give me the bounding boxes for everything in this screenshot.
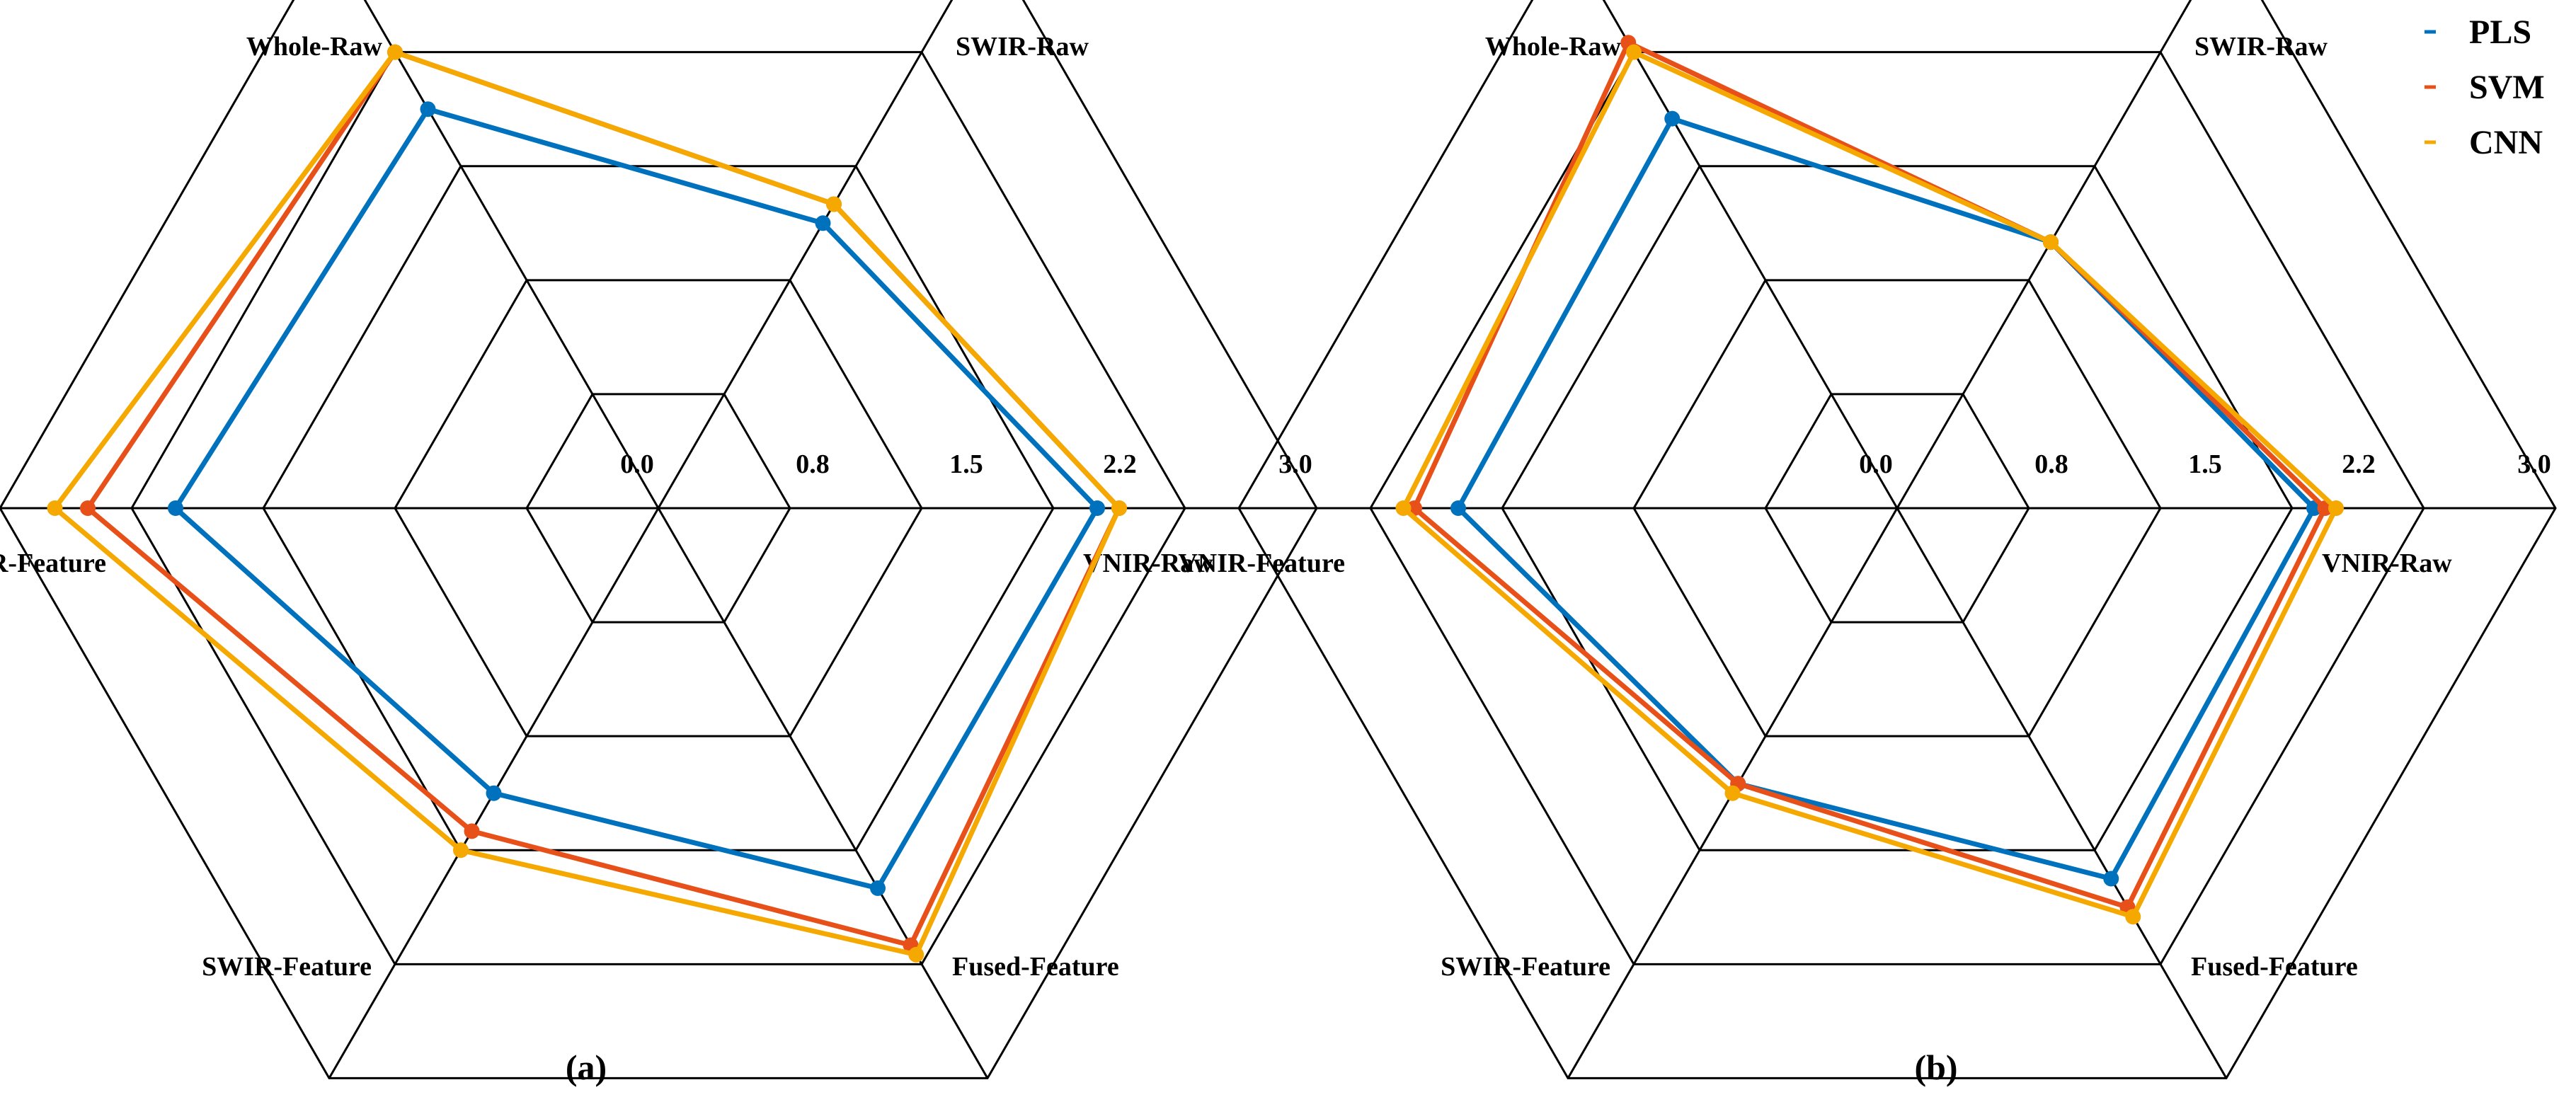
data-point-cnn [2043, 234, 2059, 251]
grid-spoke [363, 0, 660, 509]
data-point-pls [1664, 110, 1681, 127]
grid-spoke [1602, 0, 1899, 509]
data-point-pls [1450, 500, 1466, 516]
tick-label: 0.8 [796, 449, 830, 479]
axis-label: Whole-Raw [1485, 32, 1622, 62]
legend-entry: SVM [2469, 69, 2545, 106]
data-point-pls [2103, 871, 2119, 887]
data-point-cnn [387, 44, 403, 60]
axis-label: VNIR-Raw [2322, 549, 2452, 578]
data-point-pls [870, 880, 886, 896]
tick-label: 2.2 [2342, 449, 2376, 479]
tick-label: 0.0 [620, 449, 654, 479]
data-point-svm [80, 500, 96, 516]
data-point-cnn [47, 500, 63, 516]
tick-label: 2.2 [1103, 449, 1137, 479]
data-point-cnn [1395, 500, 1412, 516]
data-point-pls [420, 101, 436, 117]
radar-panel-b: 0.0 0.8 1.5 2.2 3.0 SWIR-RawVNIR-RawFused-Fea… [1178, 0, 2557, 1087]
grid-ring [0, 0, 1318, 1079]
data-point-cnn [826, 196, 842, 212]
axis-label: Whole-Raw [246, 32, 383, 62]
radar-panel-a: 0.0 0.8 1.5 2.2 3.0 SWIR-RawVNIR-RawFused-Fea… [0, 0, 1318, 1087]
data-point-cnn [1724, 785, 1741, 801]
grid-spoke [1896, 507, 2228, 1079]
axis-label: Fused-Feature [2191, 952, 2358, 982]
series-line-pls [1455, 116, 2317, 882]
data-point-svm [464, 823, 480, 839]
tick-label: 1.5 [949, 449, 983, 479]
data-point-cnn [908, 946, 925, 963]
grid-spoke [657, 0, 954, 509]
axis-label: SWIR-Raw [956, 32, 1089, 62]
data-point-cnn [1626, 44, 1642, 60]
legend: PLS SVM CNN [2425, 13, 2545, 161]
data-point-cnn [2328, 500, 2344, 516]
data-point-cnn [2125, 909, 2141, 925]
tick-label: 3.0 [1278, 449, 1312, 479]
data-point-pls [486, 785, 502, 801]
series-line-svm [85, 50, 1122, 948]
axis-label: VNIR-Feature [1178, 549, 1345, 578]
data-point-cnn [453, 842, 469, 859]
panel-label: (b) [1914, 1047, 1957, 1087]
legend-entry: CNN [2469, 124, 2543, 161]
tick-label: 3.0 [2517, 449, 2551, 479]
data-point-cnn [1111, 500, 1127, 516]
grid-spoke [1896, 0, 2192, 509]
legend-entry: PLS [2469, 13, 2531, 51]
tick-label: 0.0 [1859, 449, 1893, 479]
axis-label: SWIR-Raw [2194, 32, 2328, 62]
tick-label: 1.5 [2188, 449, 2222, 479]
data-point-pls [815, 215, 831, 231]
axis-label: VNIR-Feature [0, 549, 106, 578]
axis-label: VNIR-Raw [1083, 549, 1213, 578]
panel-label: (a) [566, 1047, 607, 1087]
axis-label: SWIR-Feature [1441, 952, 1610, 982]
series-line-pls [173, 106, 1100, 891]
data-point-pls [1089, 500, 1105, 516]
data-point-pls [168, 500, 183, 516]
grid-spoke [657, 507, 989, 1079]
axis-label: Fused-Feature [952, 952, 1119, 982]
tick-label: 0.8 [2034, 449, 2068, 479]
series-line-cnn [52, 50, 1122, 958]
axis-label: SWIR-Feature [202, 952, 372, 982]
